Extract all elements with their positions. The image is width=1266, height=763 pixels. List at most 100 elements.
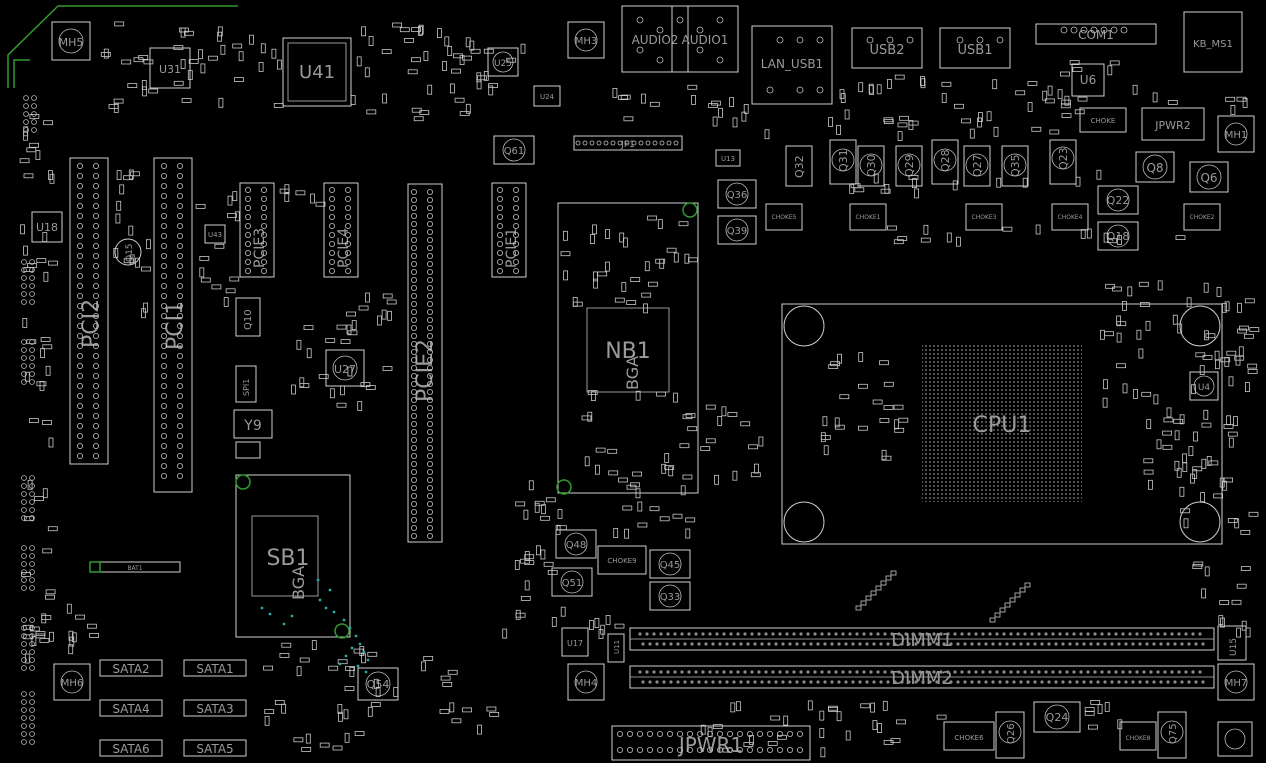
smd-part: [777, 734, 787, 740]
u31-label: U31: [159, 63, 181, 76]
pin: [1156, 632, 1160, 636]
q31-label: Q31: [837, 149, 850, 172]
pin: [637, 747, 644, 754]
pin: [328, 213, 335, 220]
smd-part: [68, 630, 74, 641]
pin: [160, 262, 167, 269]
smd-part: [319, 742, 330, 748]
pin: [29, 633, 35, 639]
transistor-q15: Q15: [114, 238, 142, 266]
pin: [29, 259, 35, 265]
q8-label: Q8: [1146, 161, 1163, 175]
smd-part: [647, 215, 657, 221]
pin: [872, 680, 876, 684]
smd-part: [613, 528, 619, 538]
pin: [260, 213, 267, 220]
pin: [176, 172, 183, 179]
pin: [893, 680, 897, 684]
smd-part: [1035, 224, 1041, 235]
pin: [673, 632, 677, 636]
pin: [21, 561, 27, 567]
smd-part: [1176, 467, 1182, 478]
pin: [816, 86, 824, 94]
smd-part: [1206, 455, 1212, 466]
smd-part: [116, 200, 122, 211]
pin: [956, 36, 964, 44]
smd-part: [1024, 582, 1031, 588]
smd-part: [621, 282, 627, 292]
smd-part: [682, 474, 693, 480]
fiducial-4: [556, 479, 572, 495]
pin: [1058, 670, 1062, 674]
board-edge-trace: [7, 5, 238, 88]
pin: [29, 499, 35, 505]
smd-part: [1245, 627, 1251, 638]
pin: [29, 715, 35, 721]
transistor-q8: Q8: [1135, 151, 1175, 183]
smd-part: [623, 116, 634, 122]
inductor-choke: CHOKE: [1079, 107, 1127, 133]
pin: [1138, 680, 1142, 684]
sata1-label: SATA1: [196, 662, 233, 676]
pin: [904, 670, 908, 674]
pin: [953, 670, 957, 674]
connector-lan-usb1: LAN_USB1: [751, 25, 833, 105]
pin: [426, 292, 433, 299]
pin: [757, 747, 764, 754]
smd-part: [1138, 281, 1149, 287]
pin: [1079, 632, 1083, 636]
pin: [160, 162, 167, 169]
mh1-label: MH1: [1225, 130, 1248, 141]
pin: [683, 680, 687, 684]
sb1-label: SB1: [266, 546, 309, 571]
pin: [77, 252, 84, 259]
transistor-q23: Q23: [1049, 139, 1077, 185]
pin: [29, 699, 35, 705]
smd-part: [328, 665, 339, 671]
q29-label: Q29: [903, 154, 916, 177]
smd-part: [664, 465, 675, 470]
pin: [918, 632, 922, 636]
pin: [244, 231, 251, 238]
pin: [914, 680, 918, 684]
pin: [1016, 670, 1020, 674]
smd-part: [347, 330, 358, 336]
smd-part: [1192, 469, 1198, 480]
smd-part: [1143, 469, 1154, 475]
pin: [410, 252, 417, 259]
smd-part: [659, 516, 670, 522]
pin: [410, 332, 417, 339]
pin: [410, 340, 417, 347]
pin: [160, 282, 167, 289]
pin: [21, 545, 27, 551]
pin: [93, 222, 100, 229]
smd-part: [641, 93, 646, 104]
smd-part: [1061, 99, 1071, 105]
chip-u24: U24: [533, 85, 561, 107]
pin: [799, 632, 803, 636]
pin: [328, 258, 335, 265]
pin: [23, 111, 29, 117]
pin: [977, 680, 981, 684]
smd-part: [1242, 98, 1248, 108]
smd-part: [381, 49, 392, 54]
smd-part: [584, 456, 590, 467]
smd-part: [217, 26, 223, 37]
pin: [29, 275, 35, 281]
smd-part: [897, 122, 908, 128]
smd-part: [764, 129, 770, 140]
smd-part: [29, 142, 40, 148]
pin: [1044, 632, 1048, 636]
pin: [513, 240, 520, 247]
smd-part: [119, 184, 125, 195]
pin: [244, 249, 251, 256]
via: [332, 610, 336, 614]
pin: [715, 670, 719, 674]
pin: [788, 680, 792, 684]
pin: [708, 670, 712, 674]
pin: [855, 632, 859, 636]
smd-part: [34, 496, 44, 502]
pin: [496, 204, 503, 211]
smd-part: [729, 97, 734, 107]
smd-part: [1146, 419, 1152, 430]
